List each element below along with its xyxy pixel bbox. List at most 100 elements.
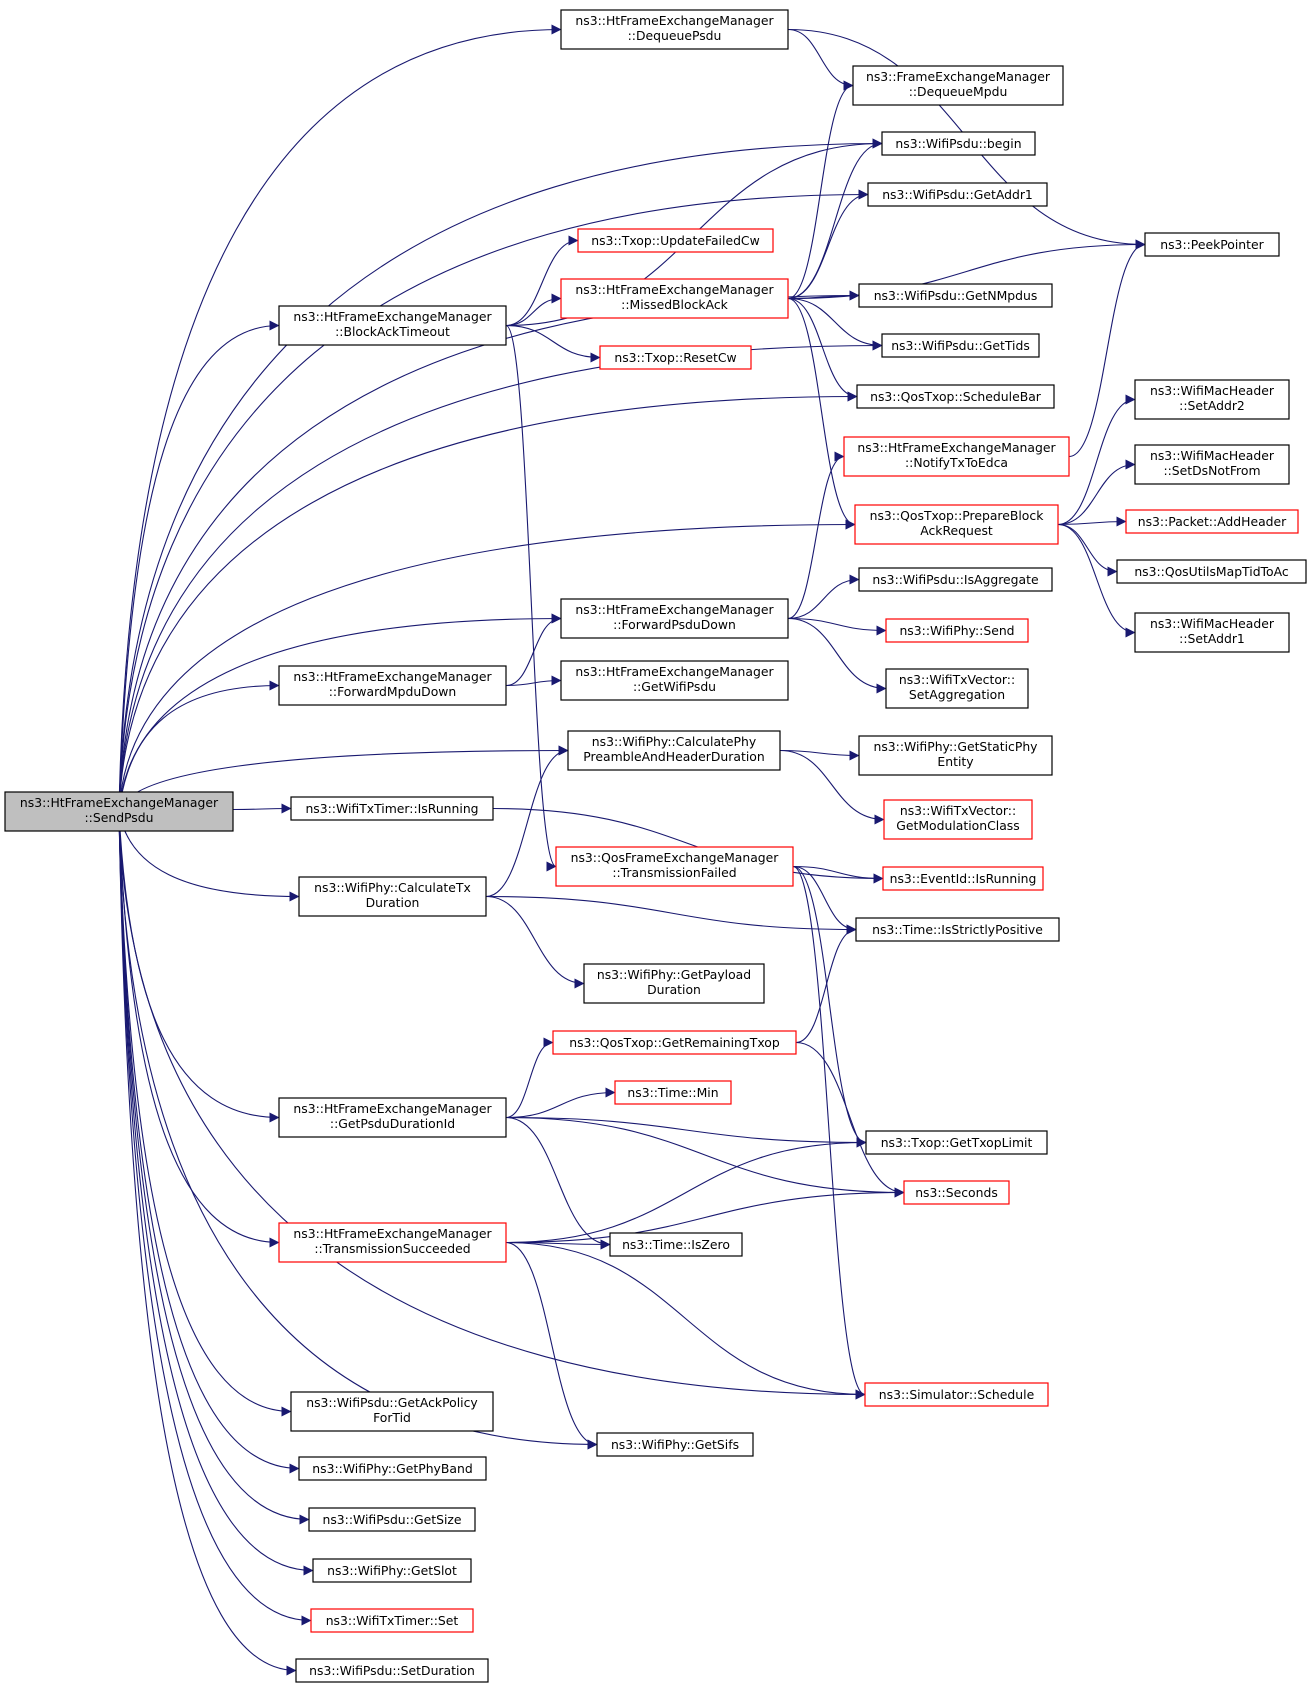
node-istimerrunning[interactable]: ns3::WifiTxTimer::IsRunning: [290, 796, 494, 821]
node-setaddr1[interactable]: ns3::WifiMacHeader::SetAddr1: [1134, 612, 1290, 653]
node-box: [290, 796, 494, 821]
node-wifiphysend[interactable]: ns3::WifiPhy::Send: [885, 618, 1029, 643]
node-label-line: ns3::Time::IsZero: [622, 1237, 730, 1252]
node-box: [1134, 612, 1290, 653]
node-label-line: GetModulationClass: [896, 818, 1019, 833]
node-label-line: ns3::PeekPointer: [1160, 237, 1264, 252]
node-label-line: ns3::WifiMacHeader: [1150, 448, 1275, 463]
node-box: [1116, 559, 1307, 584]
node-resetcw[interactable]: ns3::Txop::ResetCw: [599, 345, 752, 370]
node-sendpsdu[interactable]: ns3::HtFrameExchangeManager::SendPsdu: [4, 791, 234, 832]
node-iszero[interactable]: ns3::Time::IsZero: [609, 1232, 743, 1257]
node-timerset[interactable]: ns3::WifiTxTimer::Set: [310, 1608, 474, 1633]
node-updatefailedcw[interactable]: ns3::Txop::UpdateFailedCw: [577, 228, 774, 253]
node-getsifs[interactable]: ns3::WifiPhy::GetSifs: [596, 1432, 754, 1457]
node-label-line: ns3::WifiPsdu::GetAddr1: [882, 187, 1033, 202]
node-getwifipsdu[interactable]: ns3::HtFrameExchangeManager::GetWifiPsdu: [560, 660, 789, 701]
node-box: [865, 1130, 1048, 1155]
node-gettids[interactable]: ns3::WifiPsdu::GetTids: [881, 333, 1040, 358]
node-notifytxtoedca[interactable]: ns3::HtFrameExchangeManager::NotifyTxToE…: [843, 436, 1070, 477]
call-edge-transmissionsucceeded-to-gettxoplimit: [505, 1137, 867, 1244]
node-label-line: ns3::Time::Min: [627, 1085, 718, 1100]
node-label-line: ns3::QosTxop::PrepareBlock: [870, 508, 1045, 523]
node-transmissionsucceeded[interactable]: ns3::HtFrameExchangeManager::Transmissio…: [278, 1222, 507, 1263]
node-box: [614, 1080, 732, 1105]
node-setaggregation[interactable]: ns3::WifiTxVector::SetAggregation: [885, 668, 1029, 709]
node-label-line: ns3::WifiPhy::GetSifs: [611, 1437, 739, 1452]
node-isaggregate[interactable]: ns3::WifiPsdu::IsAggregate: [858, 567, 1053, 592]
call-edge-getremainingtxop-to-isstrictlypositive: [795, 924, 857, 1044]
call-edge-sendpsdu-to-prepareblockackrequest: [118, 519, 856, 812]
node-box: [882, 866, 1044, 891]
node-setdsnotfrom[interactable]: ns3::WifiMacHeader::SetDsNotFrom: [1134, 444, 1290, 485]
node-label-line: ns3::WifiPhy::GetStaticPhy: [873, 739, 1037, 754]
call-edge-sendpsdu-to-schedulebar: [118, 391, 858, 812]
node-getsize[interactable]: ns3::WifiPsdu::GetSize: [308, 1507, 476, 1532]
node-setduration[interactable]: ns3::WifiPsdu::SetDuration: [295, 1658, 489, 1683]
node-begin[interactable]: ns3::WifiPsdu::begin: [881, 131, 1036, 156]
node-peekpointer[interactable]: ns3::PeekPointer: [1144, 232, 1280, 257]
node-calcpreamble[interactable]: ns3::WifiPhy::CalculatePhyPreambleAndHea…: [567, 730, 781, 771]
call-edge-transmissionfailed-to-gettxoplimit: [792, 865, 867, 1148]
node-box: [577, 228, 774, 253]
call-edge-forwardpsdudown-to-isaggregate: [787, 574, 860, 620]
node-transmissionfailed[interactable]: ns3::QosFrameExchangeManager::Transmissi…: [555, 846, 794, 887]
node-label-line: ns3::WifiTxVector::: [900, 803, 1016, 818]
node-gettxoplimit[interactable]: ns3::Txop::GetTxopLimit: [865, 1130, 1048, 1155]
node-box: [843, 436, 1070, 477]
node-label-line: ns3::HtFrameExchangeManager: [293, 1226, 492, 1241]
node-getremainingtxop[interactable]: ns3::QosTxop::GetRemainingTxop: [552, 1030, 797, 1055]
node-addheader[interactable]: ns3::Packet::AddHeader: [1125, 509, 1299, 534]
node-schedulebar[interactable]: ns3::QosTxop::ScheduleBar: [856, 384, 1055, 409]
node-getnmpdus[interactable]: ns3::WifiPsdu::GetNMpdus: [858, 283, 1053, 308]
node-timemin[interactable]: ns3::Time::Min: [614, 1080, 732, 1105]
node-getphyband[interactable]: ns3::WifiPhy::GetPhyBand: [298, 1456, 487, 1481]
node-missedblockack[interactable]: ns3::HtFrameExchangeManager::MissedBlock…: [560, 278, 789, 319]
node-label-line: ns3::WifiPhy::GetSlot: [327, 1563, 457, 1578]
node-label-line: ns3::HtFrameExchangeManager: [575, 664, 774, 679]
call-edge-forwardpsdudown-to-setaggregation: [787, 617, 887, 694]
node-box: [1125, 509, 1299, 534]
node-getmodulationclass[interactable]: ns3::WifiTxVector::GetModulationClass: [883, 799, 1033, 840]
node-blockacktimeout[interactable]: ns3::HtFrameExchangeManager::BlockAckTim…: [278, 305, 507, 346]
node-label-line: ns3::WifiPhy::GetPayload: [597, 967, 751, 982]
node-box: [560, 598, 789, 639]
node-box: [903, 1180, 1010, 1205]
call-edge-sendpsdu-to-getaddr1: [118, 189, 869, 812]
node-label-line: ns3::Txop::UpdateFailedCw: [591, 233, 759, 248]
node-box: [298, 876, 487, 917]
node-label-line: ::SetAddr2: [1179, 398, 1245, 413]
node-box: [1134, 444, 1290, 485]
node-box: [885, 618, 1029, 643]
node-box: [298, 1456, 487, 1481]
node-label-line: ::BlockAckTimeout: [335, 324, 450, 339]
node-eventidisrunning[interactable]: ns3::EventId::IsRunning: [882, 866, 1044, 891]
node-label-line: ns3::WifiPsdu::SetDuration: [309, 1663, 475, 1678]
node-getpsdudurationid[interactable]: ns3::HtFrameExchangeManager::GetPsduDura…: [278, 1097, 507, 1138]
call-edge-sendpsdu-to-istimerrunning: [232, 803, 292, 814]
call-edge-transmissionfailed-to-eventidisrunning: [792, 865, 884, 884]
node-forwardmpdudown[interactable]: ns3::HtFrameExchangeManager::ForwardMpdu…: [278, 665, 507, 706]
node-dequeuepsdu[interactable]: ns3::HtFrameExchangeManager::DequeuePsdu: [560, 9, 789, 50]
node-forwardpsdudown[interactable]: ns3::HtFrameExchangeManager::ForwardPsdu…: [560, 598, 789, 639]
node-dequeuempdu[interactable]: ns3::FrameExchangeManager::DequeueMpdu: [852, 65, 1064, 106]
node-box: [552, 1030, 797, 1055]
node-getslot[interactable]: ns3::WifiPhy::GetSlot: [312, 1558, 472, 1583]
node-qosutilsmaptidtoac[interactable]: ns3::QosUtilsMapTidToAc: [1116, 559, 1307, 584]
node-seconds[interactable]: ns3::Seconds: [903, 1180, 1010, 1205]
call-edge-sendpsdu-to-blockacktimeout: [118, 320, 280, 812]
call-edge-sendpsdu-to-forwardpsdudown: [118, 613, 562, 812]
node-schedule[interactable]: ns3::Simulator::Schedule: [864, 1382, 1049, 1407]
node-isstrictlypositive[interactable]: ns3::Time::IsStrictlyPositive: [855, 917, 1060, 942]
node-setaddr2[interactable]: ns3::WifiMacHeader::SetAddr2: [1134, 379, 1290, 420]
node-label-line: ::DequeueMpdu: [909, 84, 1008, 99]
node-label-line: ns3::WifiPsdu::begin: [895, 136, 1021, 151]
node-getaddr1[interactable]: ns3::WifiPsdu::GetAddr1: [867, 182, 1048, 207]
call-edge-sendpsdu-to-getackpolicyfortid: [118, 811, 292, 1417]
